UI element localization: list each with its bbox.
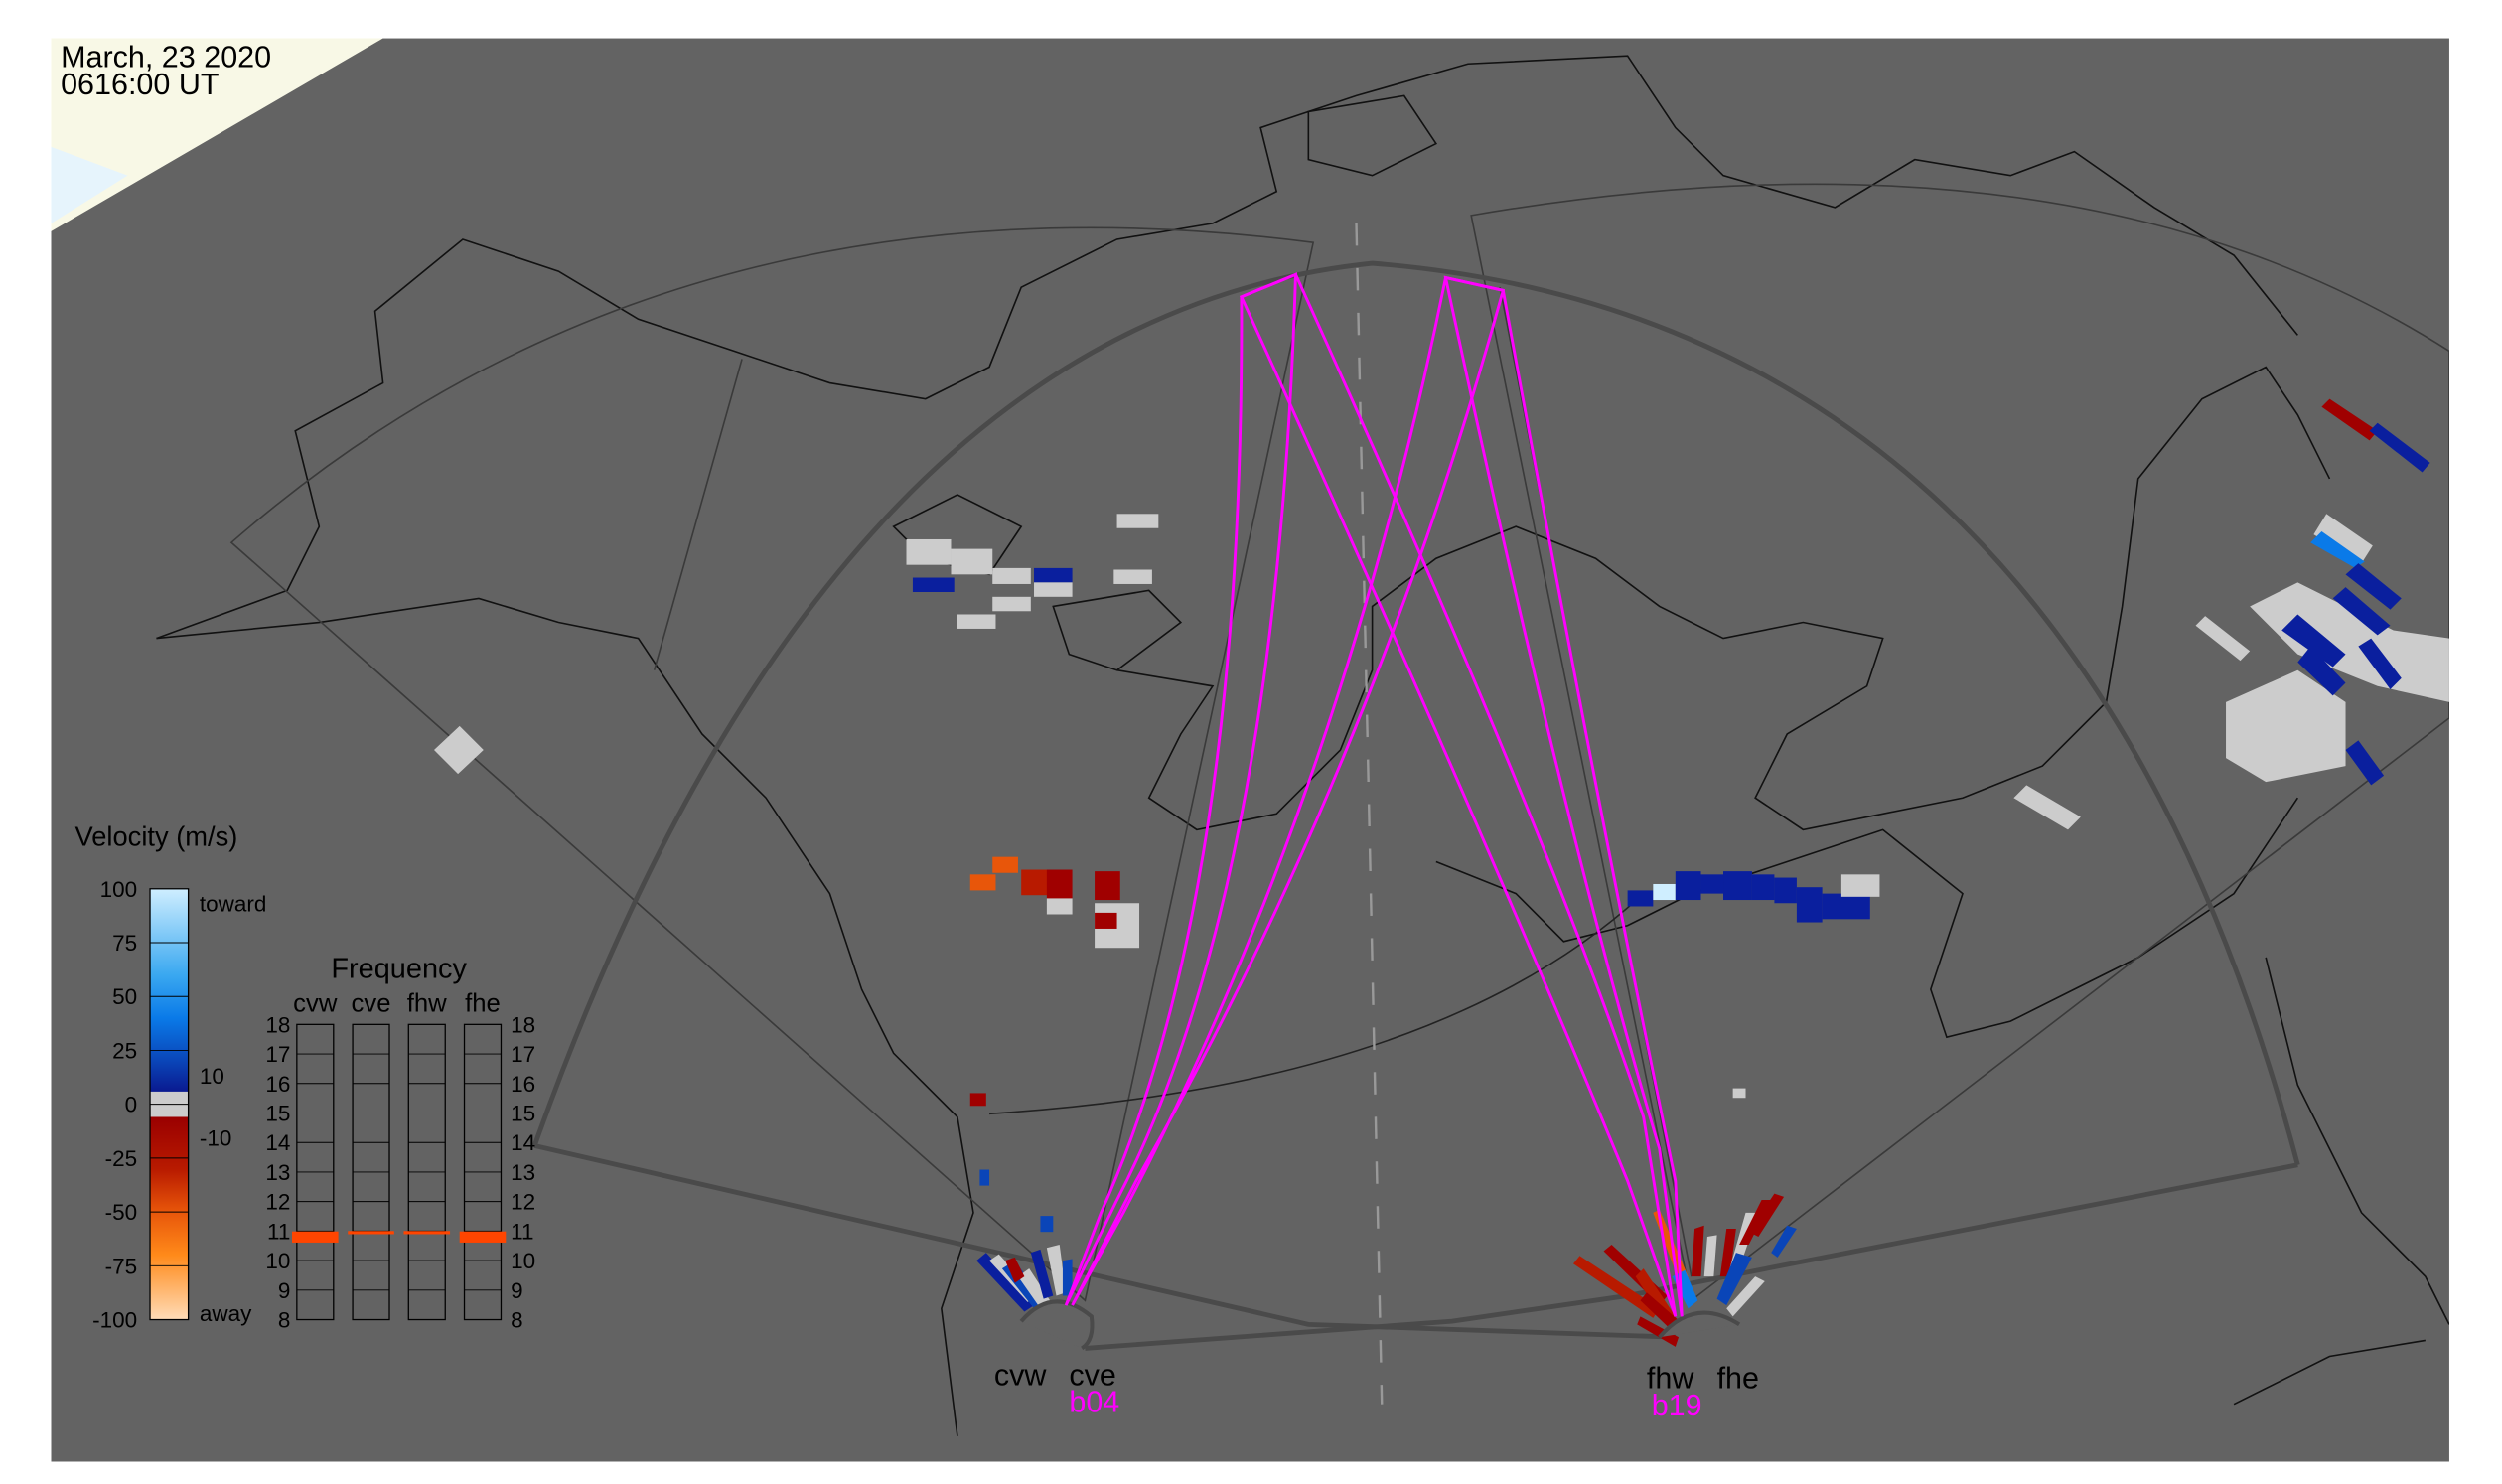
outer-range-arc	[531, 260, 2300, 1166]
outside-ocean-region	[51, 146, 128, 223]
radar-label-fhw: fhw	[1647, 1362, 1694, 1396]
frequency-tick-left: 12	[265, 1190, 290, 1215]
cv-fov-outline	[229, 226, 1315, 1302]
colorbar-tick-label: 100	[100, 877, 138, 902]
frequency-tick-right: 11	[511, 1219, 533, 1244]
frequency-column-label-cve: cve	[352, 989, 391, 1017]
frequency-tick-left: 10	[265, 1249, 290, 1273]
frequency-tick-right: 17	[511, 1042, 535, 1067]
fields-of-view	[229, 183, 2449, 1405]
frequency-tick-right: 9	[511, 1278, 523, 1303]
frequency-marker-fhe	[459, 1231, 507, 1243]
beam-label-cv: b04	[1069, 1386, 1119, 1419]
frequency-marker-cve	[348, 1231, 394, 1235]
frequency-tick-right: 12	[511, 1190, 535, 1215]
fh-fov-outline	[1470, 183, 2449, 1302]
time-label: 0616:00 UT	[61, 68, 219, 101]
selected-beams	[1064, 272, 1684, 1317]
velocity-colorbar: Velocity (m/s) 100 75 50 25 0 -25 -50 -75 -100 t…	[75, 820, 267, 1332]
radar-label-fhe: fhe	[1717, 1362, 1759, 1396]
frequency-column-label-fhe: fhe	[465, 989, 501, 1017]
frequency-column-label-cvw: cvw	[293, 989, 338, 1017]
colorbar-title: Velocity (m/s)	[75, 820, 238, 851]
coastlines	[156, 55, 2449, 1436]
frequency-tick-right: 16	[511, 1072, 535, 1097]
frequency-tick-right: 15	[511, 1102, 535, 1126]
colorbar-tick-label: -50	[105, 1200, 137, 1225]
frequency-tick-left: 15	[265, 1102, 290, 1126]
frequency-marker-cvw	[292, 1231, 339, 1243]
map-background	[51, 38, 2449, 1462]
colorbar-tick-label: -25	[105, 1146, 137, 1171]
beam-label-fh: b19	[1652, 1389, 1702, 1422]
colorbar-tick-label: 50	[112, 984, 137, 1009]
frequency-title: Frequency	[331, 954, 467, 985]
cv-near-range-cells	[976, 1245, 1073, 1312]
colorbar-toward-label: toward	[200, 891, 267, 916]
colorbar-tick-label: 75	[112, 931, 137, 956]
frequency-tick-right: 13	[511, 1160, 535, 1185]
colorbar-threshold-negative: -10	[200, 1125, 232, 1150]
colorbar-tick-label: 0	[125, 1093, 138, 1117]
colorbar-threshold-positive: 10	[200, 1064, 224, 1089]
frequency-tick-left: 18	[265, 1012, 290, 1037]
colorbar-away-label: away	[200, 1301, 252, 1326]
radar-label-cve: cve	[1069, 1358, 1116, 1392]
frequency-tick-left: 16	[265, 1072, 290, 1097]
colorbar-tick-label: 25	[112, 1038, 137, 1063]
colorbar-tick-label: -75	[105, 1254, 137, 1278]
colorbar-tick-label: -100	[92, 1308, 137, 1333]
frequency-tick-left: 14	[265, 1130, 290, 1155]
frequency-tick-left: 9	[278, 1278, 291, 1303]
frequency-tick-right: 14	[511, 1130, 535, 1155]
frequency-column-label-fhw: fhw	[407, 989, 447, 1017]
fh-beam-b19	[1239, 272, 1678, 1317]
date-label: March, 23 2020	[61, 40, 271, 74]
frequency-tick-right: 18	[511, 1012, 535, 1037]
fh-near-range-cells	[1573, 1193, 1797, 1347]
frequency-tick-left: 13	[265, 1160, 290, 1185]
frequency-tick-left: 17	[265, 1042, 290, 1067]
radar-label-cvw: cvw	[994, 1358, 1048, 1392]
frequency-tick-right: 10	[511, 1249, 535, 1273]
velocity-cells	[433, 398, 2449, 1233]
frequency-marker-fhw	[403, 1231, 451, 1235]
frequency-tick-left: 8	[278, 1308, 291, 1333]
frequency-tick-left: 11	[267, 1219, 290, 1244]
frequency-tick-right: 8	[511, 1308, 523, 1333]
map-area	[51, 38, 2449, 1462]
